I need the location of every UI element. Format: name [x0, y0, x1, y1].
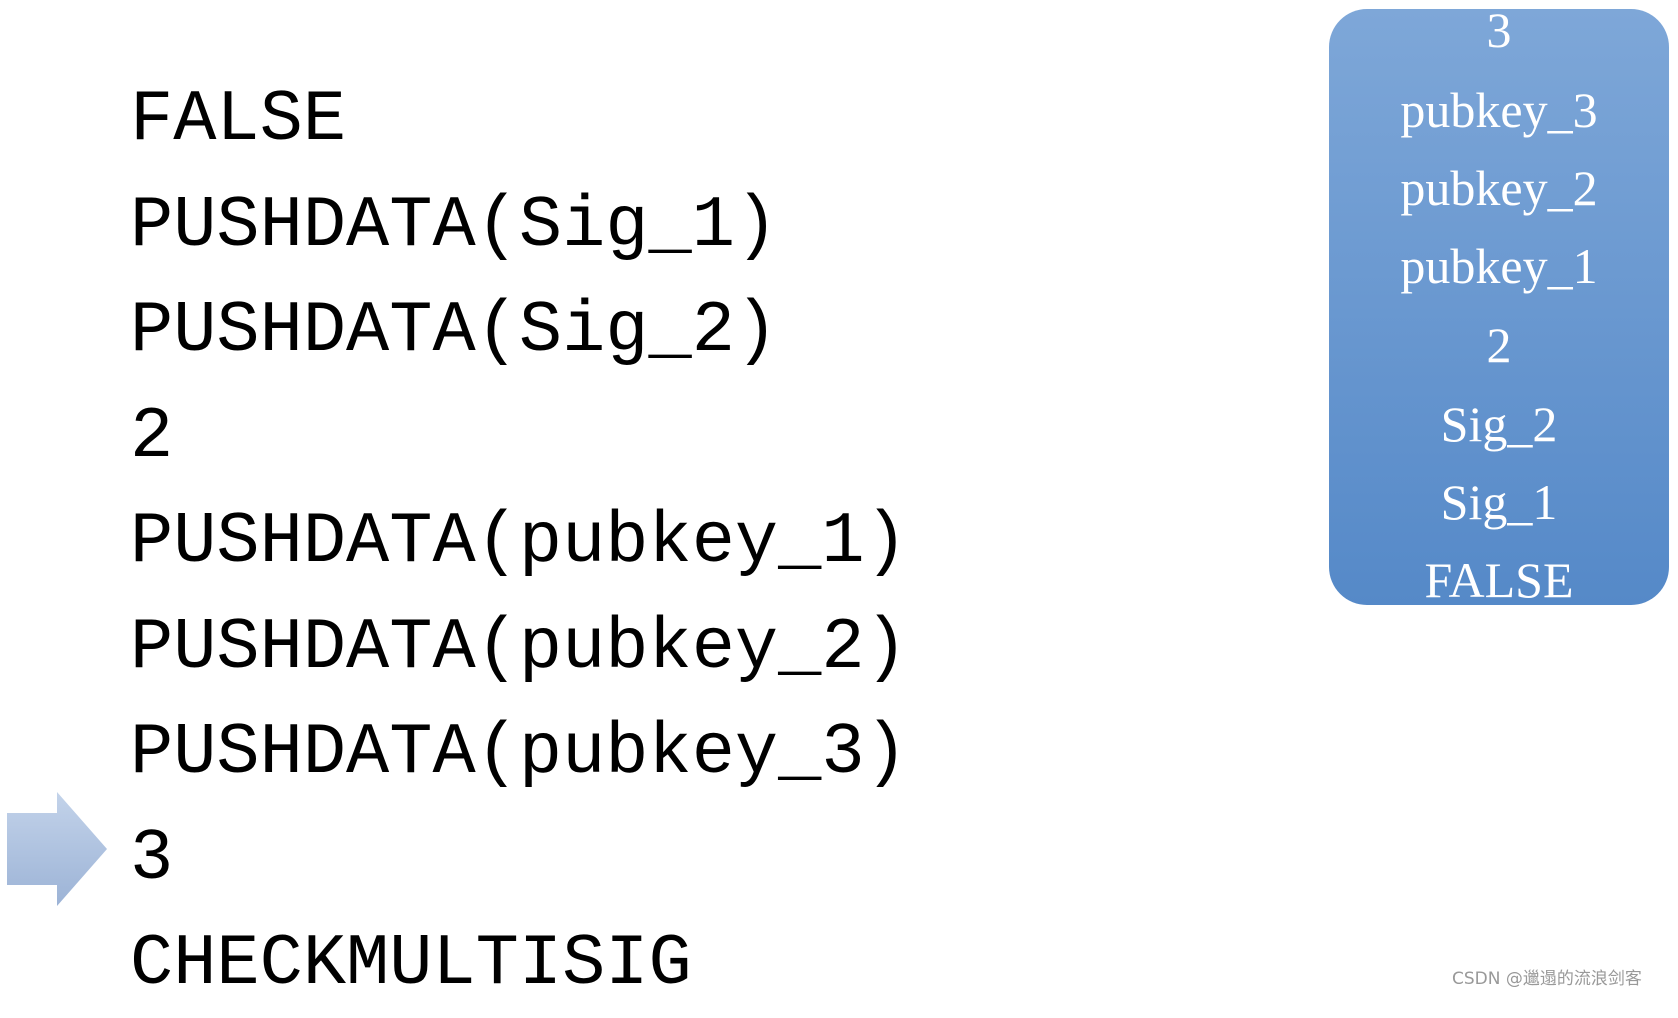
- script-line-current: 3: [130, 817, 174, 900]
- current-step-arrow-icon: [7, 792, 107, 906]
- script-line: PUSHDATA(Sig_1): [130, 184, 779, 267]
- stack-item: Sig_2: [1440, 396, 1558, 452]
- script-line: FALSE: [130, 79, 347, 161]
- stack-item: pubkey_2: [1400, 160, 1598, 216]
- stack-item: 2: [1486, 317, 1512, 373]
- script-line: PUSHDATA(pubkey_1): [130, 501, 908, 583]
- script-line: 2: [130, 395, 174, 478]
- script-line: CHECKMULTISIG: [130, 923, 692, 1005]
- script-listing: FALSE PUSHDATA(Sig_1) PUSHDATA(Sig_2) 2 …: [130, 68, 908, 1018]
- stack-item: 3: [1486, 9, 1512, 58]
- stack-item: pubkey_3: [1400, 82, 1598, 138]
- watermark: CSDN @邋遢的流浪剑客: [1452, 969, 1642, 989]
- stack-item: Sig_1: [1440, 474, 1558, 530]
- stack-item: FALSE: [1424, 552, 1574, 605]
- script-line: PUSHDATA(pubkey_2): [130, 606, 908, 689]
- stack-box: 3 pubkey_3 pubkey_2 pubkey_1 2 Sig_2 Sig…: [1329, 9, 1669, 605]
- stack-item: pubkey_1: [1400, 238, 1598, 294]
- script-line: PUSHDATA(pubkey_3): [130, 712, 908, 794]
- script-line: PUSHDATA(Sig_2): [130, 290, 779, 372]
